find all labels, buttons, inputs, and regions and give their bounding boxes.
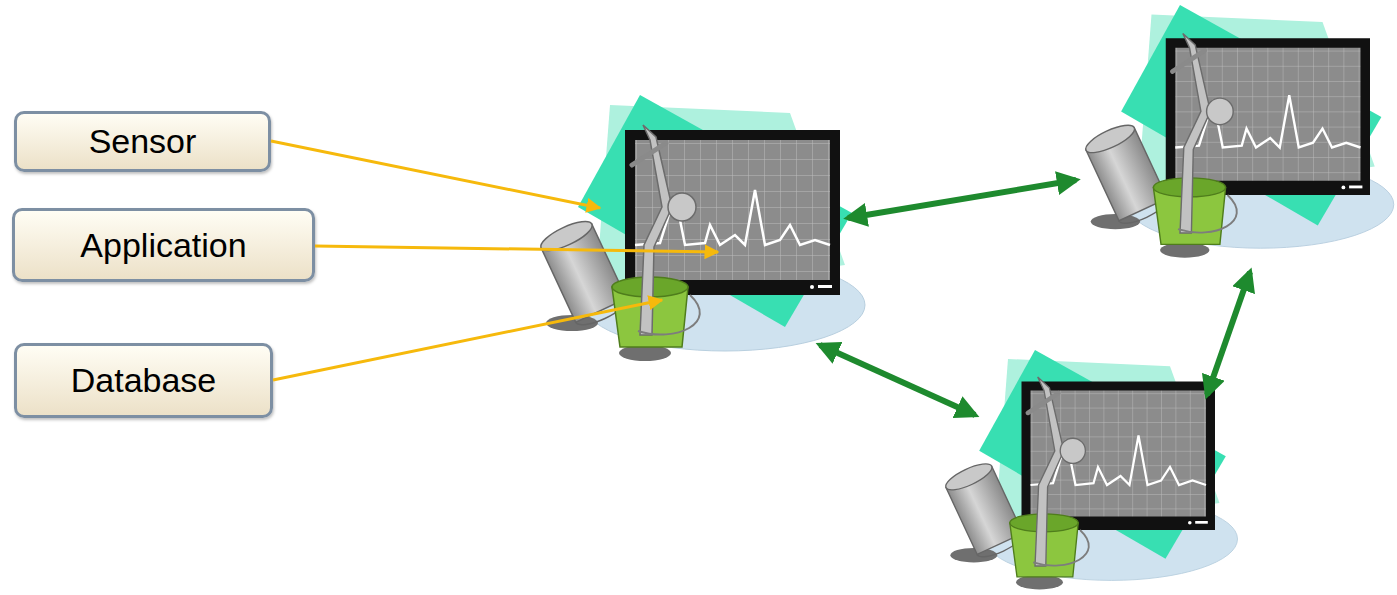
exchange-arrow	[1207, 272, 1250, 395]
leader-line	[271, 141, 600, 208]
leader-line	[273, 300, 662, 380]
computer-illustration	[943, 350, 1238, 589]
leader-line	[315, 246, 718, 252]
label-box: Sensor	[14, 111, 271, 172]
label-box: Database	[14, 343, 273, 418]
box-label: Sensor	[89, 122, 197, 161]
computer-illustration	[537, 95, 865, 361]
box-label: Application	[80, 226, 246, 265]
label-box: Application	[12, 208, 315, 282]
computer-illustration	[1082, 5, 1393, 258]
exchange-arrow	[848, 180, 1076, 218]
box-label: Database	[71, 361, 217, 400]
exchange-arrow	[820, 345, 975, 415]
